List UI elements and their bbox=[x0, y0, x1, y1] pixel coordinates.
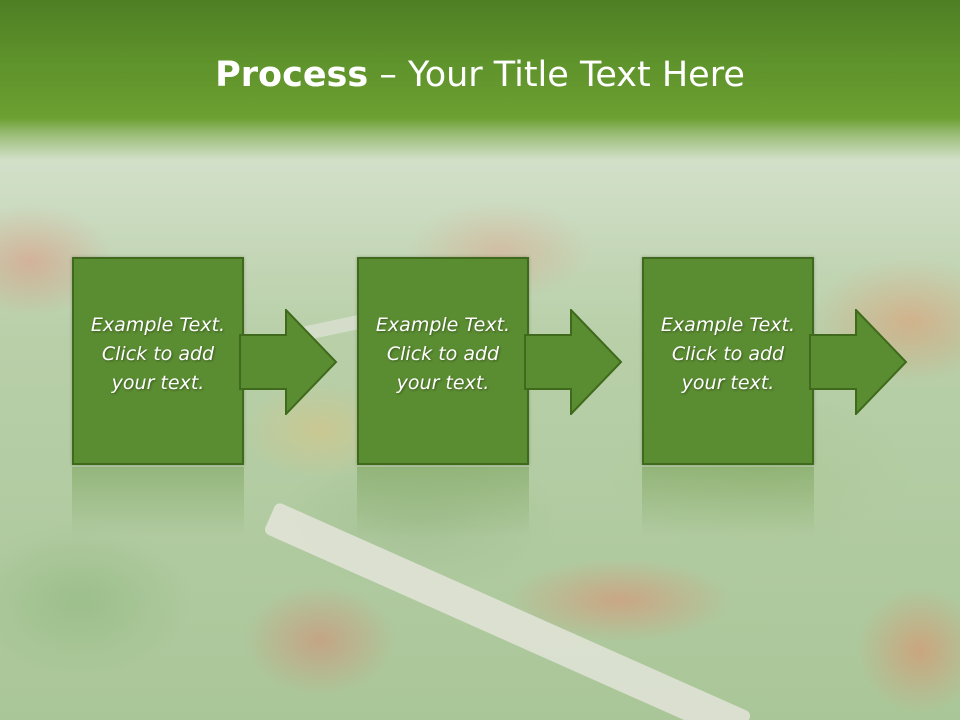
right-arrow-icon bbox=[809, 309, 908, 415]
step-3-reflection bbox=[642, 467, 814, 537]
step-2-box[interactable]: Example Text. Click to add your text. bbox=[357, 257, 529, 465]
step-3-text[interactable]: Example Text. Click to add your text. bbox=[660, 314, 796, 394]
step-3-box[interactable]: Example Text. Click to add your text. bbox=[642, 257, 814, 465]
title-bar bbox=[0, 0, 960, 160]
step-1-reflection bbox=[72, 467, 244, 537]
step-2-reflection bbox=[357, 467, 529, 537]
slide-title[interactable]: Process – Your Title Text Here bbox=[0, 52, 960, 98]
step-1-text[interactable]: Example Text. Click to add your text. bbox=[90, 314, 226, 394]
step-2-text[interactable]: Example Text. Click to add your text. bbox=[375, 314, 511, 394]
step-1-box[interactable]: Example Text. Click to add your text. bbox=[72, 257, 244, 465]
right-arrow-icon bbox=[239, 309, 338, 415]
right-arrow-icon bbox=[524, 309, 623, 415]
title-bold: Process bbox=[215, 55, 369, 95]
title-rest: – Your Title Text Here bbox=[368, 55, 745, 95]
